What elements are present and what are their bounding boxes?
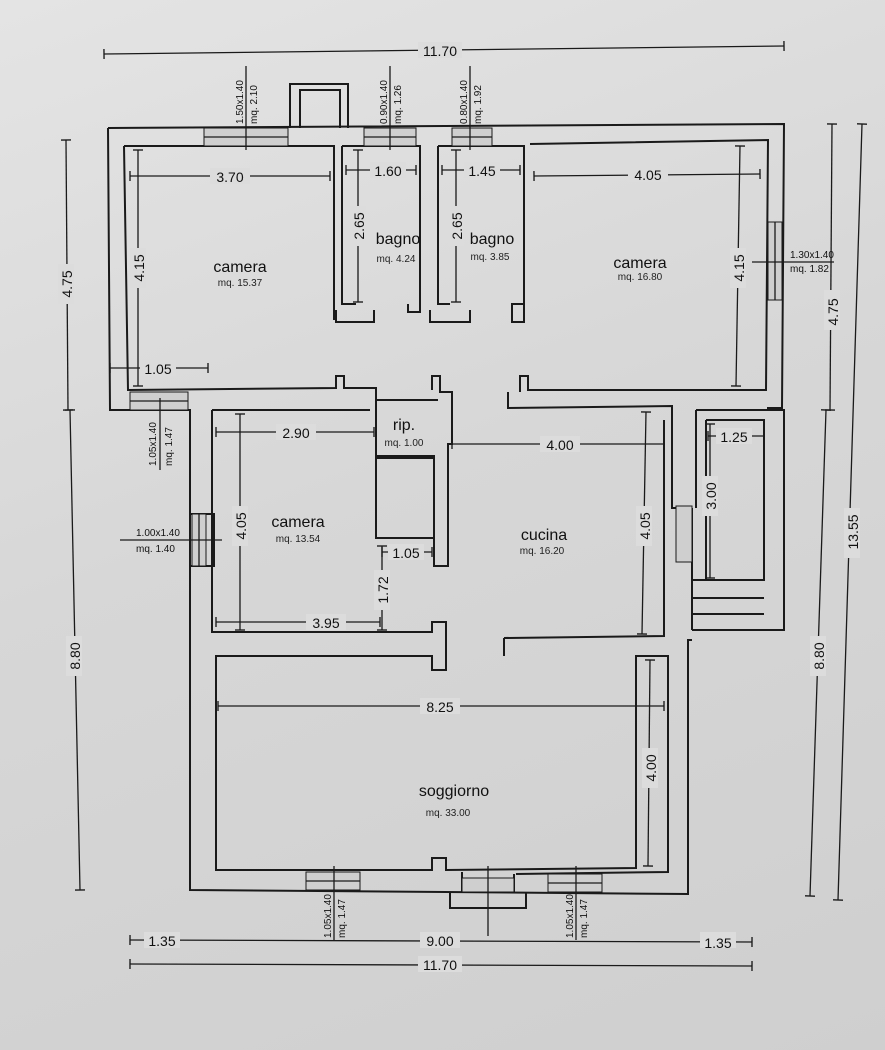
- camera-c-walls: [211, 409, 669, 875]
- dim-camera-nw-w: 3.70: [216, 169, 243, 185]
- window-w8-size: 1.05x1.40: [565, 894, 576, 938]
- room-cucina-area: mq. 16.20: [520, 546, 565, 557]
- chimney: [289, 83, 349, 128]
- room-camera-ne-name: camera: [613, 255, 666, 272]
- room-rip-area: mq. 1.00: [385, 438, 424, 449]
- window-w7-size: 1.05x1.40: [323, 894, 334, 938]
- outer-wall-left-upper: [107, 127, 692, 896]
- dim-camera-ne-w: 4.05: [634, 167, 661, 183]
- dim-step-w: 1.05: [144, 361, 171, 377]
- dim-bottom-total: 11.70: [423, 957, 457, 973]
- walls: [107, 83, 786, 909]
- rip-walls: [375, 375, 453, 567]
- dim-bottom-right: 1.35: [704, 935, 731, 951]
- window-w2-size: 0.90x1.40: [379, 80, 390, 124]
- room-camera-c-name: camera: [271, 514, 324, 531]
- window-w1-area: mq. 2.10: [249, 85, 260, 124]
- window-w3-size: 0.80x1.40: [459, 80, 470, 124]
- room-soggiorno-name: soggiorno: [419, 783, 489, 800]
- dim-rip-w: 1.05: [392, 545, 419, 561]
- dim-porch-w: 1.25: [720, 429, 747, 445]
- dim-bottom-left: 1.35: [148, 933, 175, 949]
- room-cucina-name: cucina: [521, 527, 567, 544]
- window-w6-area: mq. 1.40: [136, 544, 175, 555]
- dim-bottom-mid: 9.00: [426, 933, 453, 949]
- room-camera-nw-area: mq. 15.37: [218, 278, 263, 289]
- dimension-lines: [60, 40, 868, 972]
- cucina-walls: [503, 420, 665, 656]
- dim-top-total: 11.70: [423, 43, 457, 59]
- window-w6-size: 1.00x1.40: [136, 528, 180, 539]
- room-camera-ne-area: mq. 16.80: [618, 272, 663, 283]
- bagno-2-walls: [429, 145, 525, 323]
- dim-cucina-h: 4.05: [637, 512, 653, 539]
- dim-bagno1-w: 1.60: [374, 163, 401, 179]
- room-bagno-1-name: bagno: [376, 231, 421, 248]
- room-camera-nw-name: camera: [213, 259, 266, 276]
- dim-camera-nw-h: 4.15: [131, 254, 147, 281]
- room-camera-c-area: mq. 13.54: [276, 534, 321, 545]
- dim-right-lower: 8.80: [811, 642, 827, 669]
- window-w4-area: mq. 1.82: [790, 264, 829, 275]
- dim-camera-c-w: 2.90: [282, 425, 309, 441]
- window-w8-area: mq. 1.47: [579, 899, 590, 938]
- window-w7-area: mq. 1.47: [337, 899, 348, 938]
- dim-porch-h: 3.00: [703, 482, 719, 509]
- dim-bagno1-h: 2.65: [351, 212, 367, 239]
- window-w3-area: mq. 1.92: [473, 85, 484, 124]
- dim-left-lower: 8.80: [67, 642, 83, 669]
- dim-bagno2-h: 2.65: [449, 212, 465, 239]
- dim-right-total: 13.55: [845, 514, 861, 549]
- inner-wall-camera-nw: [123, 145, 438, 401]
- room-rip-name: rip.: [393, 417, 415, 434]
- window-w5-size: 1.05x1.40: [148, 422, 159, 466]
- dim-bagno2-w: 1.45: [468, 163, 495, 179]
- dim-cucina-w: 4.00: [546, 437, 573, 453]
- porch-walls: [691, 409, 785, 631]
- dim-right-upper: 4.75: [825, 298, 841, 325]
- window-porch: [675, 505, 693, 563]
- dim-camera-ne-h: 4.15: [731, 254, 747, 281]
- room-bagno-1-area: mq. 4.24: [377, 254, 416, 265]
- rip-closet: [375, 457, 435, 539]
- window-w5-area: mq. 1.47: [164, 427, 175, 466]
- window-labels: 1.50x1.40 mq. 2.10 0.90x1.40 mq. 1.26 0.…: [136, 80, 834, 938]
- dim-camera-c-w2: 3.95: [312, 615, 339, 631]
- room-labels: camera mq. 15.37 bagno mq. 4.24 bagno mq…: [213, 231, 666, 819]
- dim-rip-h: 1.72: [375, 576, 391, 603]
- window-w2-area: mq. 1.26: [393, 85, 404, 124]
- outer-wall: [107, 122, 786, 411]
- room-bagno-2-area: mq. 3.85: [471, 252, 510, 263]
- dimension-labels: 11.70 1.35 9.00 1.35 11.70 4.75 8.80 4.7…: [58, 42, 861, 973]
- dim-soggiorno-w: 8.25: [426, 699, 453, 715]
- window-w1-size: 1.50x1.40: [235, 80, 246, 124]
- room-bagno-2-name: bagno: [470, 231, 515, 248]
- dim-soggiorno-h: 4.00: [643, 754, 659, 781]
- room-soggiorno-area: mq. 33.00: [426, 808, 471, 819]
- dim-camera-c-h: 4.05: [233, 512, 249, 539]
- dim-left-upper: 4.75: [59, 270, 75, 297]
- window-w4-size: 1.30x1.40: [790, 250, 834, 261]
